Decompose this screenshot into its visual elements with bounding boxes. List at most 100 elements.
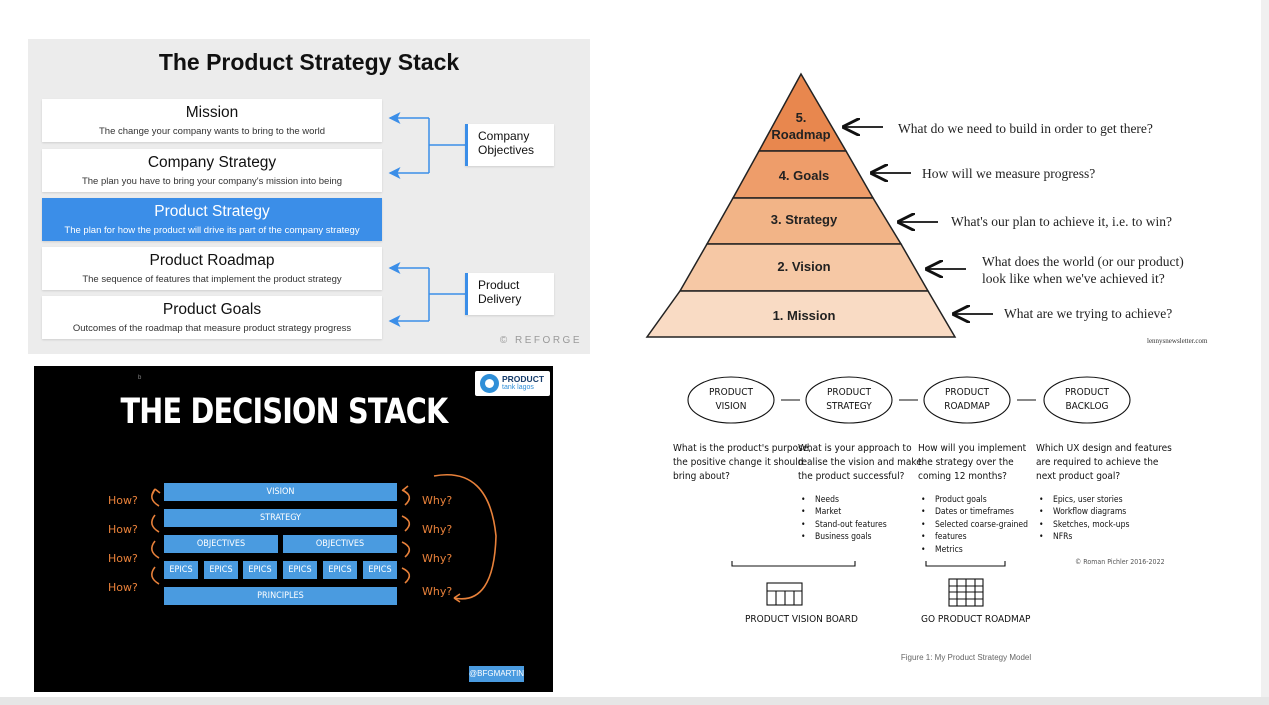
model-graphic [687, 376, 1131, 607]
list-item: Workflow diagrams [1037, 506, 1130, 519]
curved-arrow-icon [151, 566, 160, 585]
stack-box-subtitle: Outcomes of the roadmap that measure pro… [72, 323, 352, 334]
how-label: How? [108, 581, 138, 594]
pyramid-question-5: What do we need to build in order to get… [898, 121, 1153, 136]
list-item: Metrics [919, 544, 1028, 557]
stack-box-mission: Mission The change your company wants to… [42, 99, 382, 142]
question-line: Which UX design and features [1036, 443, 1172, 454]
why-label: Why? [422, 552, 453, 565]
bar-vision: VISION [164, 483, 397, 501]
stage-label-vision: PRODUCT VISION [686, 386, 776, 414]
pyramid-label-2: 2. Vision [777, 259, 830, 274]
question-line: What is your approach to [798, 443, 912, 454]
pyramid-label-4: 4. Goals [779, 168, 830, 183]
bullets-strategy: Needs Market Stand-out features Business… [799, 494, 887, 544]
stack-title: The Product Strategy Stack [158, 49, 460, 75]
question-line: What is the product's purpose, [673, 443, 812, 454]
decision-stack-panel: b THE DECISION STACK PRODUCT tank lagos … [34, 366, 553, 692]
question-roadmap: How will you implement the strategy over… [918, 442, 1026, 484]
product-tank-logo: PRODUCT tank lagos [475, 371, 550, 396]
pyramid-question-3: What's our plan to achieve it, i.e. to w… [951, 214, 1172, 229]
company-objectives-line1: Company [478, 129, 530, 143]
stage-label-backlog: PRODUCT BACKLOG [1042, 386, 1132, 414]
stack-box-subtitle: The sequence of features that implement … [82, 274, 342, 285]
bullets-backlog: Epics, user stories Workflow diagrams Sk… [1037, 494, 1130, 544]
stack-box-product-roadmap: Product Roadmap The sequence of features… [42, 247, 382, 290]
why-label: Why? [422, 523, 453, 536]
big-loop-arrow-icon [433, 474, 497, 600]
strategy-pyramid-panel: 5. Roadmap 4. Goals 3. Strategy 2. Visio… [640, 60, 1240, 360]
curved-arrow-icon [151, 514, 160, 533]
pyramid-question-2a: What does the world (or our product) [982, 254, 1184, 269]
curved-arrow-icon [401, 541, 411, 558]
logo-line2: tank lagos [502, 384, 534, 391]
stack-box-company-strategy: Company Strategy The plan you have to br… [42, 149, 382, 192]
bar-strategy: STRATEGY [164, 509, 397, 527]
question-vision: What is the product's purpose, the posit… [673, 442, 811, 484]
pyramid-label-1: 1. Mission [773, 308, 836, 323]
stack-box-title: Company Strategy [147, 154, 277, 171]
question-line: the strategy over the [918, 457, 1014, 468]
list-item: NFRs [1037, 531, 1130, 544]
list-item: Dates or timeframes [919, 506, 1028, 519]
question-line: bring about? [673, 471, 730, 482]
pyramid-question-4: How will we measure progress? [922, 166, 1096, 181]
bullets-roadmap: Product goals Dates or timeframes Select… [919, 494, 1028, 556]
list-item: Business goals [799, 531, 887, 544]
bracket-left [731, 561, 856, 567]
question-line: the positive change it should [673, 457, 804, 468]
why-label: Why? [422, 494, 453, 507]
bar-principles: PRINCIPLES [164, 587, 397, 605]
logo-line1: PRODUCT [502, 374, 545, 384]
stack-box-title: Product Strategy [154, 203, 270, 220]
question-line: are required to achieve the [1036, 457, 1159, 468]
stack-box-product-goals: Product Goals Outcomes of the roadmap th… [42, 296, 382, 339]
list-item: Epics, user stories [1037, 494, 1130, 507]
stack-box-title: Mission [185, 104, 239, 121]
curved-arrow-icon [151, 540, 160, 559]
stack-box-product-strategy: Product Strategy The plan for how the pr… [42, 198, 382, 241]
list-item: Selected coarse-grained [919, 519, 1028, 532]
vision-board-caption: PRODUCT VISION BOARD [745, 614, 858, 625]
stage-ellipse [1043, 376, 1131, 424]
bar-epics: EPICS [243, 561, 277, 579]
stage-line: PRODUCT [944, 387, 990, 398]
pyramid-label-5b: Roadmap [771, 127, 830, 142]
question-line: realise the vision and make [798, 457, 922, 468]
company-objectives-box: Company Objectives [465, 124, 554, 166]
pyramid-level-1 [645, 290, 957, 338]
why-label: Why? [422, 585, 453, 598]
pyramid-question-1: What are we trying to achieve? [1004, 306, 1173, 321]
curved-arrow-icon [401, 567, 411, 584]
stage-line: PRODUCT [708, 387, 754, 398]
roadmap-caption: GO PRODUCT ROADMAP [921, 614, 1031, 625]
product-strategy-model-panel: PRODUCT VISION PRODUCT STRATEGY PRODUCT … [660, 372, 1250, 672]
product-delivery-line1: Product [478, 278, 520, 292]
product-delivery-line2: Delivery [478, 292, 522, 306]
how-label: How? [108, 494, 138, 507]
stack-box-subtitle: The change your company wants to bring t… [98, 126, 325, 137]
how-label: How? [108, 552, 138, 565]
reforge-credit: © REFORGE [499, 335, 582, 346]
stage-line: STRATEGY [826, 401, 872, 412]
question-line: next product goal? [1036, 471, 1121, 482]
bracket-right [925, 561, 1006, 567]
question-line: How will you implement [918, 443, 1027, 454]
model-copyright: © Roman Pichler 2016-2022 [1075, 558, 1165, 566]
bar-epics: EPICS [323, 561, 357, 579]
stage-line: ROADMAP [944, 401, 990, 412]
decision-title: THE DECISION STACK [120, 392, 449, 432]
bar-epics: EPICS [204, 561, 238, 579]
list-item: Market [799, 506, 887, 519]
list-item: features [919, 531, 1028, 544]
list-item: Stand-out features [799, 519, 887, 532]
right-edge-strip [1261, 0, 1269, 705]
bar-epics: EPICS [363, 561, 397, 579]
decision-arrows [151, 474, 497, 603]
list-item: Product goals [919, 494, 1028, 507]
question-strategy: What is your approach to realise the vis… [798, 442, 922, 484]
stage-line: PRODUCT [1064, 387, 1110, 398]
twitter-handle: @BFGMARTIN [469, 666, 524, 682]
list-item: Needs [799, 494, 887, 507]
